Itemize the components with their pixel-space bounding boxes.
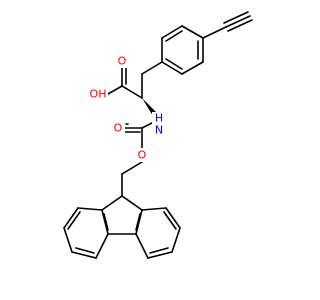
structure-diagram: O OH H N O O	[63, 11, 253, 259]
carbamate-carbonyl-oxygen-label: O	[114, 122, 123, 135]
molecule-svg: O OH H N O O	[63, 11, 253, 259]
ring-to-ch2-bond	[141, 61, 163, 75]
carboxylic-acid-group	[107, 65, 143, 99]
fluorene-five-ring-bond	[101, 195, 123, 211]
left-ring-bond	[95, 233, 109, 259]
amine-h-label: H	[155, 112, 163, 125]
label-bg	[135, 148, 149, 162]
ring-double-bond	[165, 58, 183, 70]
right-ring-bond	[147, 251, 173, 259]
ester-oxygen-label: O	[138, 149, 147, 162]
left-ring-bond	[71, 251, 97, 259]
right-ring-bond	[141, 207, 167, 211]
atom-labels: O OH H N O O	[88, 54, 166, 162]
fluorene-five-ring-bond	[121, 195, 143, 211]
ring-bond	[161, 61, 183, 75]
right-ring-bond	[171, 227, 181, 253]
ring-bond	[181, 61, 204, 75]
ring-bond	[181, 25, 204, 39]
right-ring-double-bond	[135, 213, 141, 231]
label-bg	[152, 112, 166, 136]
left-ring-bond	[77, 207, 103, 211]
triple-bond-upper	[223, 11, 249, 24]
side-chain	[141, 61, 163, 99]
hydroxyl-bond	[107, 85, 123, 95]
right-ring-bond	[135, 233, 149, 259]
left-ring-double-bond	[75, 247, 95, 254]
ring-double-bond	[165, 30, 183, 42]
right-ring-bond	[165, 207, 181, 229]
wedge-bond	[142, 98, 156, 116]
label-bg	[88, 87, 108, 101]
right-ring-double-bond	[163, 211, 177, 230]
ethynyl-bond	[202, 26, 227, 39]
fluorene-five-ring-bond	[101, 209, 109, 235]
left-ring-bond	[63, 227, 73, 253]
top-benzene-ring	[161, 25, 204, 75]
ring-bond	[161, 25, 183, 39]
acid-hydroxyl-label: OH	[90, 88, 107, 101]
o-to-ch2-bond	[121, 161, 143, 175]
alpha-to-carboxyl-bond	[121, 85, 143, 99]
triple-bond-lower	[227, 19, 253, 32]
fluorene-group	[63, 195, 181, 259]
left-ring-double-bond	[103, 213, 109, 231]
triple-bond-center	[225, 15, 251, 28]
acid-carbonyl-oxygen-label: O	[118, 55, 127, 68]
label-bg	[115, 54, 129, 68]
left-ring-double-bond	[67, 211, 81, 230]
label-bg	[111, 121, 125, 135]
left-ring-bond	[63, 207, 79, 229]
fmoc-linker	[121, 161, 143, 197]
ethynyl-group	[202, 11, 253, 39]
right-ring-double-bond	[149, 247, 169, 254]
fluorene-five-ring-bond	[135, 209, 143, 235]
amine-nitrogen-label: N	[155, 124, 163, 137]
